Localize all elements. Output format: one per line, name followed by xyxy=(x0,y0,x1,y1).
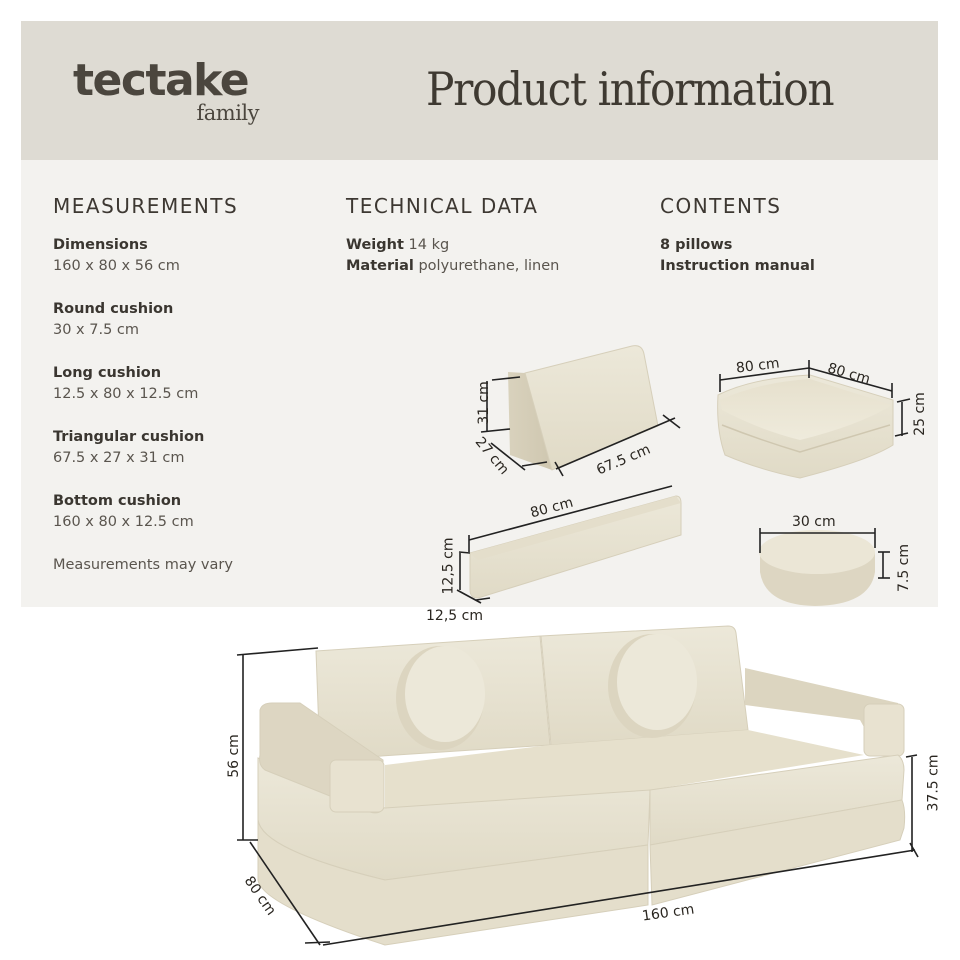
brand-subtitle: family xyxy=(196,101,259,125)
measurement-value: 30 x 7.5 cm xyxy=(53,322,140,338)
measurements-section: MEASUREMENTS xyxy=(53,194,238,218)
brand-name: tectake xyxy=(73,55,250,106)
triangular-height-label: 31 cm xyxy=(475,381,492,425)
long-height-label: 12,5 cm xyxy=(440,537,457,595)
measurement-value: 12.5 x 80 x 12.5 cm xyxy=(53,386,199,402)
measurement-item-triangular-cushion: Triangular cushion 67.5 x 27 x 31 cm xyxy=(53,427,204,469)
round-cushion-diagram xyxy=(759,528,890,606)
contents-heading: CONTENTS xyxy=(660,194,782,218)
measurement-item-bottom-cushion: Bottom cushion 160 x 80 x 12.5 cm xyxy=(53,491,194,533)
measurements-note: Measurements may vary xyxy=(53,557,233,573)
measurement-label: Triangular cushion xyxy=(53,429,205,445)
measurement-label: Round cushion xyxy=(53,301,174,317)
measurement-label: Long cushion xyxy=(53,365,162,381)
contents-item-label: Instruction manual xyxy=(660,258,815,274)
contents-item-label: 8 pillows xyxy=(660,237,733,253)
measurement-item-long-cushion: Long cushion 12.5 x 80 x 12.5 cm xyxy=(53,363,198,405)
measurement-value: 160 x 80 x 12.5 cm xyxy=(53,514,194,530)
square-height-label: 25 cm xyxy=(911,392,928,436)
technical-data-section: TECHNICAL DATA xyxy=(346,194,538,218)
measurement-label: Dimensions xyxy=(53,237,148,253)
square-cushion-diagram xyxy=(717,360,911,479)
contents-section: CONTENTS xyxy=(660,194,781,218)
triangular-cushion-diagram xyxy=(480,345,681,477)
long-cushion-diagram xyxy=(456,485,682,604)
brand-logo: tectake family xyxy=(73,57,263,137)
contents-item: Instruction manual xyxy=(660,256,815,277)
tech-row-weight: Weight 14 kg xyxy=(346,235,449,256)
measurement-value: 67.5 x 27 x 31 cm xyxy=(53,450,185,466)
contents-item: 8 pillows xyxy=(660,235,732,256)
measurement-label: Bottom cushion xyxy=(53,493,182,509)
sofa-height-label: 56 cm xyxy=(225,734,242,778)
tech-value: polyurethane, linen xyxy=(418,258,560,274)
measurements-heading: MEASUREMENTS xyxy=(53,194,239,218)
technical-data-heading: TECHNICAL DATA xyxy=(346,194,539,218)
tech-label: Weight xyxy=(346,237,404,253)
measurement-item-dimensions: Dimensions 160 x 80 x 56 cm xyxy=(53,235,180,277)
long-depth-label: 12,5 cm xyxy=(426,608,483,624)
tech-label: Material xyxy=(346,258,414,274)
round-diameter-label: 30 cm xyxy=(792,514,836,530)
tech-row-material: Material polyurethane, linen xyxy=(346,256,559,277)
measurement-value: 160 x 80 x 56 cm xyxy=(53,258,180,274)
tech-value: 14 kg xyxy=(408,237,450,253)
product-info-panel: tectake family Product information MEASU… xyxy=(21,21,938,607)
round-height-label: 7.5 cm xyxy=(896,543,913,593)
sofa-seat-height-label: 37.5 cm xyxy=(925,754,942,812)
measurement-item-round-cushion: Round cushion 30 x 7.5 cm xyxy=(53,299,173,341)
header-banner: tectake family Product information xyxy=(21,21,938,160)
sofa-diagram xyxy=(236,625,919,946)
page-title: Product information xyxy=(426,62,835,116)
